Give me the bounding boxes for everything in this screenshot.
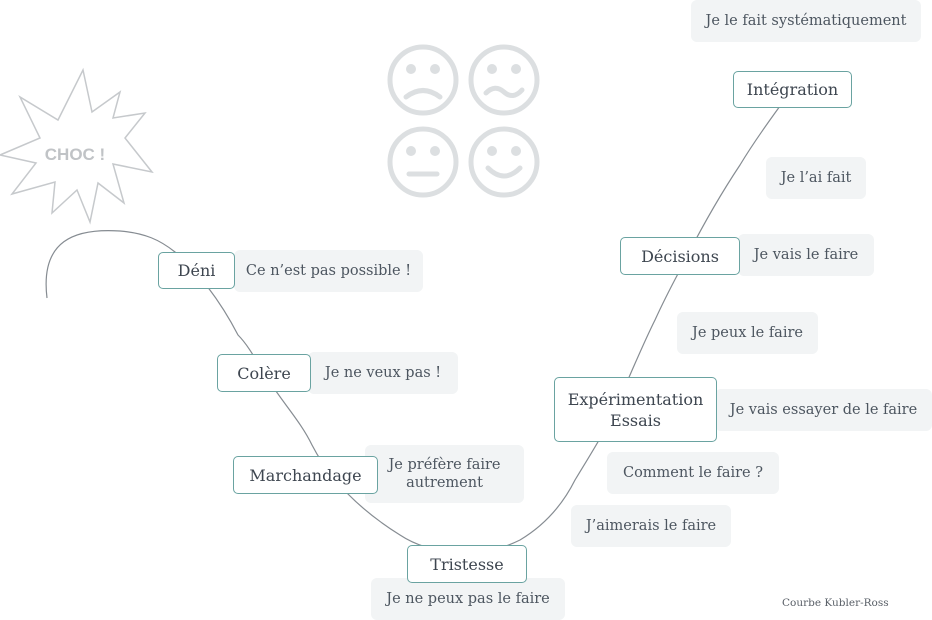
note-fait: Je l’ai fait bbox=[766, 157, 866, 199]
stage-experimentation: Expérimentation Essais bbox=[554, 377, 717, 442]
stage-experimentation-line2: Essais bbox=[610, 410, 661, 430]
note-comment: Comment le faire ? bbox=[607, 452, 779, 494]
stage-deni-label: Déni bbox=[177, 261, 216, 280]
explosion-icon: CHOC ! bbox=[0, 67, 154, 225]
note-peux-text: Je peux le faire bbox=[692, 325, 803, 341]
note-fait-text: Je l’ai fait bbox=[780, 170, 852, 186]
note-vais: Je vais le faire bbox=[738, 234, 874, 276]
note-essayer-text: Je vais essayer de le faire bbox=[729, 402, 918, 418]
note-aimerais: J’aimerais le faire bbox=[571, 505, 731, 547]
note-aimerais-text: J’aimerais le faire bbox=[585, 518, 717, 534]
note-tristesse: Je ne peux pas le faire bbox=[371, 578, 565, 620]
stage-deni: Déni bbox=[158, 252, 235, 289]
note-colere-text: Je ne veux pas ! bbox=[324, 365, 442, 381]
stage-tristesse-label: Tristesse bbox=[430, 554, 504, 574]
note-systematique-text: Je le fait systématiquement bbox=[705, 13, 907, 29]
note-deni-text: Ce n’est pas possible ! bbox=[245, 263, 412, 279]
note-vais-text: Je vais le faire bbox=[753, 247, 859, 263]
diagram-caption: Courbe Kubler-Ross bbox=[782, 597, 889, 609]
note-marchandage-line2: autrement bbox=[406, 475, 483, 491]
wavy-face-icon bbox=[468, 44, 540, 116]
sad-face-icon bbox=[387, 44, 459, 116]
neutral-face-icon bbox=[387, 126, 459, 198]
stage-experimentation-line1: Expérimentation bbox=[567, 389, 704, 409]
stage-colere-label: Colère bbox=[237, 363, 291, 383]
happy-face-icon bbox=[468, 126, 540, 198]
stage-integration-label: Intégration bbox=[746, 80, 839, 99]
stage-integration: Intégration bbox=[733, 71, 852, 108]
note-marchandage-line1: Je préfère faire bbox=[388, 457, 501, 473]
stage-marchandage-label: Marchandage bbox=[249, 465, 362, 485]
note-essayer: Je vais essayer de le faire bbox=[715, 389, 932, 431]
note-peux: Je peux le faire bbox=[677, 312, 818, 354]
note-deni: Ce n’est pas possible ! bbox=[234, 250, 423, 292]
stage-tristesse: Tristesse bbox=[407, 545, 527, 583]
stage-decisions-label: Décisions bbox=[641, 246, 719, 266]
note-marchandage: Je préfère faire autrement bbox=[365, 445, 524, 503]
note-systematique: Je le fait systématiquement bbox=[691, 0, 921, 42]
note-tristesse-text: Je ne peux pas le faire bbox=[386, 591, 550, 607]
stage-colere: Colère bbox=[217, 354, 311, 392]
stage-marchandage: Marchandage bbox=[233, 456, 378, 494]
note-colere: Je ne veux pas ! bbox=[308, 352, 458, 394]
stage-decisions: Décisions bbox=[620, 237, 740, 275]
note-comment-text: Comment le faire ? bbox=[622, 465, 764, 481]
shock-label: CHOC ! bbox=[45, 145, 105, 164]
